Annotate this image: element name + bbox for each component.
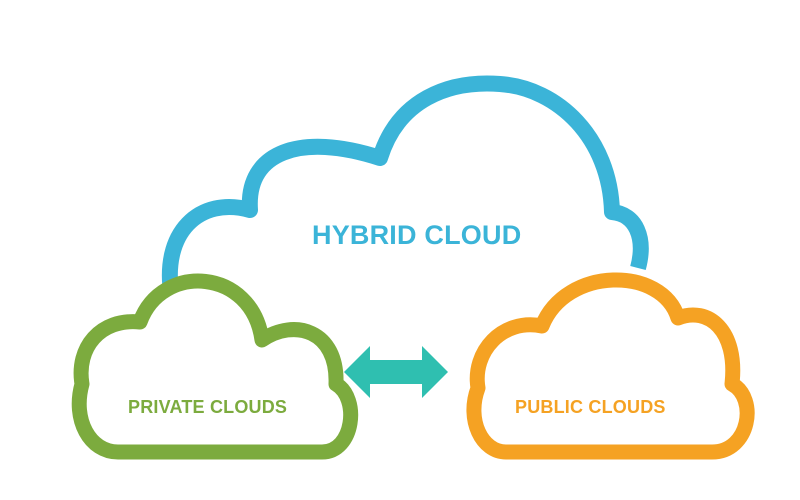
private-cloud-outline: [71, 273, 359, 460]
hybrid-cloud-outline: [161, 75, 649, 300]
hybrid-cloud-label: HYBRID CLOUD: [312, 220, 522, 250]
public-clouds-label: PUBLIC CLOUDS: [515, 397, 666, 417]
public-cloud-outline: [466, 272, 755, 460]
double-arrow-icon: [344, 346, 448, 398]
private-clouds-label: PRIVATE CLOUDS: [128, 397, 288, 417]
